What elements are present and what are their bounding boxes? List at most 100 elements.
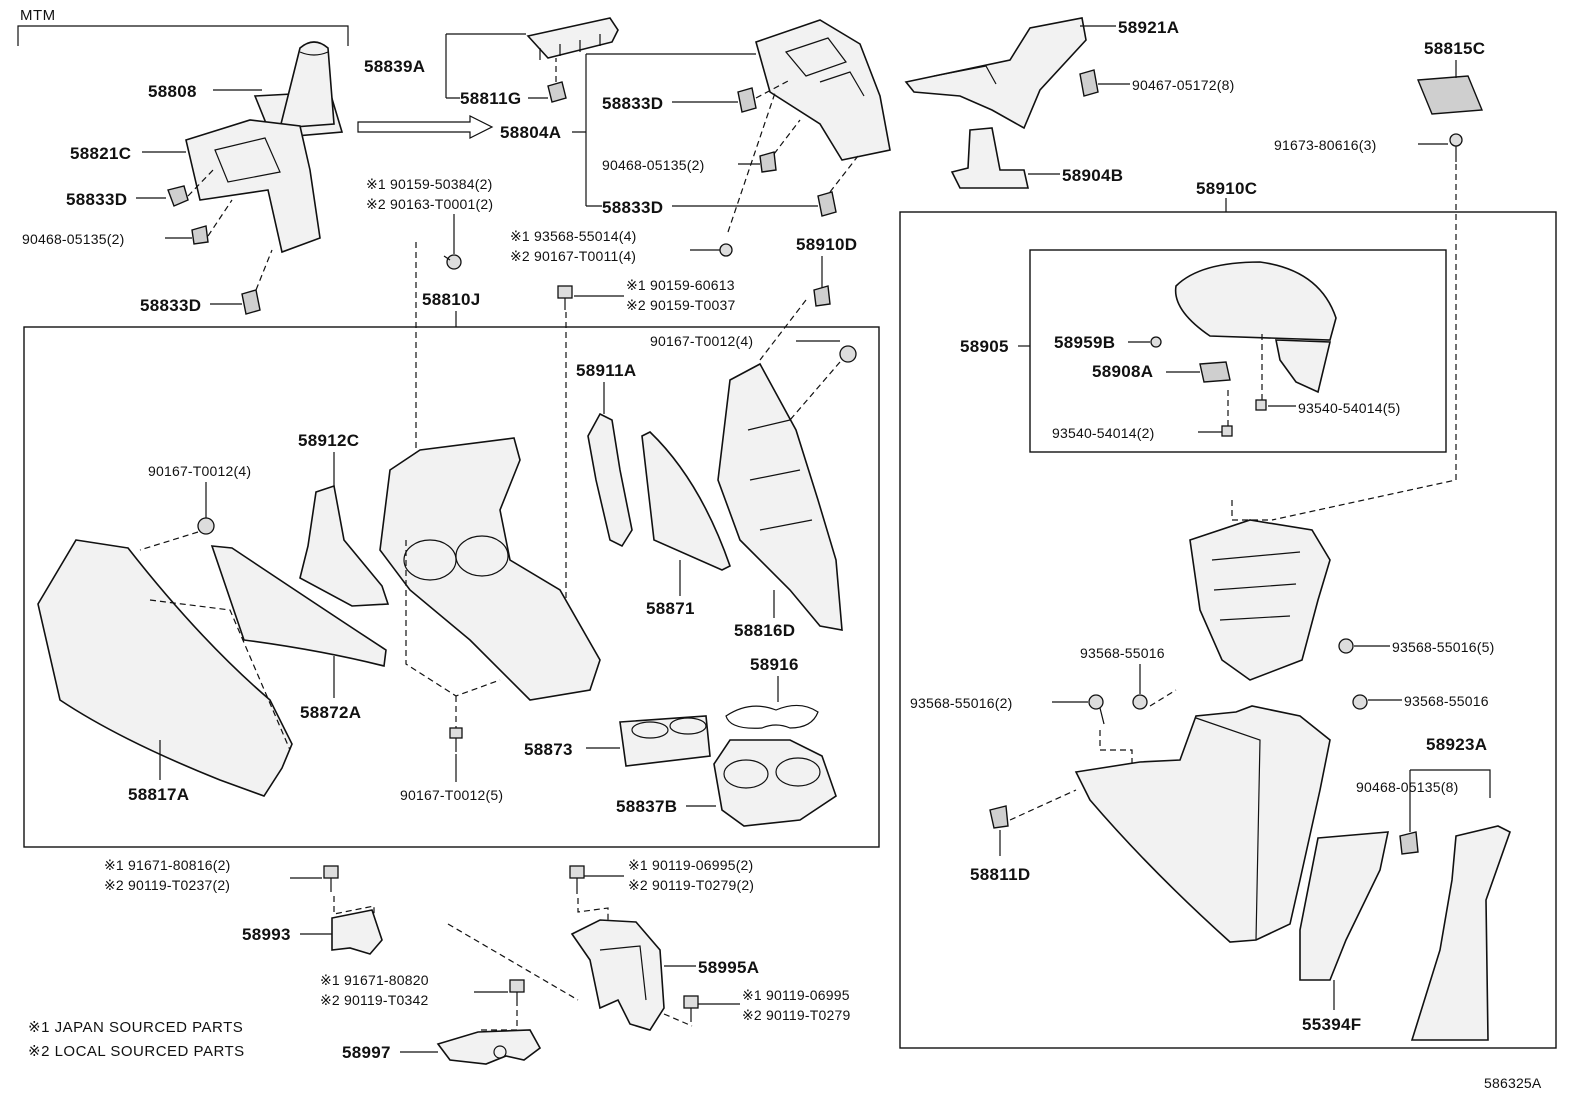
clip-90467-05172[interactable] [1079, 69, 1099, 97]
clip-58811D[interactable] [989, 805, 1009, 829]
mat-58916[interactable] [725, 704, 819, 729]
armrest-lid-58905[interactable] [1174, 261, 1337, 394]
clip-58833D-console-top[interactable] [737, 87, 757, 113]
insert-58873[interactable] [619, 715, 711, 767]
mtm-bracket: MTM [17, 7, 349, 46]
clip-58833D-console-bottom[interactable] [817, 191, 837, 217]
screw-93568-55016-left[interactable] [1088, 694, 1105, 725]
mtm-label: MTM [20, 7, 56, 24]
part-number-58995A: 58995A [698, 958, 759, 977]
screw-93540-54014-right[interactable] [1255, 399, 1267, 411]
cup-holder-58837B[interactable] [713, 739, 837, 827]
part-number-90119-06995-2: ※1 90119-06995(2) [628, 857, 753, 873]
bracket-58993[interactable] [331, 909, 383, 955]
screw-93568-55016-right[interactable] [1352, 694, 1368, 710]
bracket-58911A[interactable] [587, 412, 633, 548]
screw-93540-54014-left[interactable] [1221, 425, 1233, 437]
side-cover-55394F[interactable] [1299, 831, 1390, 981]
part-number-58811D: 58811D [970, 865, 1030, 884]
part-number-58997: 58997 [342, 1043, 391, 1062]
bolt-90159-60613[interactable] [557, 285, 573, 310]
part-number-58816D: 58816D [734, 621, 795, 640]
part-number-58815C: 58815C [1424, 39, 1485, 58]
part-number-90167-T0011: ※2 90167-T0011(4) [510, 248, 636, 264]
part-number-58911A: 58911A [576, 361, 636, 380]
part-number-58912C: 58912C [298, 431, 359, 450]
part-number-58923A: 58923A [1426, 735, 1487, 754]
bolt-91673-80616[interactable] [1449, 133, 1463, 162]
screw-93568-55016-center[interactable] [1132, 694, 1148, 710]
part-number-90163-T0001: ※2 90163-T0001(2) [366, 196, 493, 212]
screw-90167-T0012-bottom[interactable] [449, 727, 463, 752]
part-number-90167-T0012-top: 90167-T0012(4) [650, 333, 753, 349]
screw-90159-50384[interactable] [443, 254, 462, 270]
note-local-sourced: ※2 LOCAL SOURCED PARTS [28, 1043, 245, 1060]
clip-58811G[interactable] [547, 81, 567, 103]
assembly-box-58910C [899, 211, 1557, 1049]
console-box-58810J[interactable] [379, 437, 601, 701]
panel-58872A[interactable] [210, 545, 387, 667]
clip-90468-05135-console[interactable] [759, 151, 777, 173]
part-number-90467-05172: 90467-05172(8) [1132, 77, 1234, 93]
note-japan-sourced: ※1 JAPAN SOURCED PARTS [28, 1019, 243, 1036]
screw-93568-55014[interactable] [719, 243, 733, 257]
side-cover-right[interactable] [1410, 825, 1511, 1041]
part-number-90159-T0037: ※2 90159-T0037 [626, 297, 736, 313]
part-number-93568-55016-right: 93568-55016 [1404, 693, 1489, 709]
console-body[interactable] [1074, 705, 1331, 943]
boot-58904B[interactable] [950, 127, 1029, 189]
screw-58959B[interactable] [1150, 336, 1162, 348]
part-number-58837B: 58837B [616, 797, 677, 816]
part-number-58910D: 58910D [796, 235, 857, 254]
screw-90167-T0012-top[interactable] [839, 345, 857, 363]
part-number-58910C: 58910C [1196, 179, 1257, 198]
assembly-box-58905 [1029, 249, 1447, 453]
bolt-91671-80816[interactable] [323, 865, 339, 892]
part-number-91673-80616: 91673-80616(3) [1274, 137, 1376, 153]
part-number-90468-05135-console: 90468-05135(2) [602, 157, 704, 173]
part-number-93540-54014-left: 93540-54014(2) [1052, 425, 1154, 441]
part-number-58833D-console-bottom: 58833D [602, 198, 663, 217]
part-number-58916: 58916 [750, 655, 799, 674]
clip-90468-05135-right[interactable] [1399, 831, 1419, 855]
part-number-58817A: 58817A [128, 785, 189, 804]
bracket-58912C[interactable] [299, 484, 390, 607]
part-number-58872A: 58872A [300, 703, 361, 722]
panel-58871[interactable] [641, 431, 731, 571]
bracket-58921A[interactable] [904, 17, 1087, 130]
direction-arrow [357, 115, 494, 139]
diagram-id: 586325A [1484, 1075, 1542, 1091]
side-panel-58817A[interactable] [37, 539, 293, 797]
screw-90167-T0012-left[interactable] [197, 517, 215, 535]
part-number-58871: 58871 [646, 599, 695, 618]
part-number-58921A: 58921A [1118, 18, 1179, 37]
bolt-91671-80820[interactable] [509, 979, 525, 1006]
console-box-58910C[interactable] [1189, 519, 1331, 681]
bracket-58839A[interactable] [526, 17, 619, 60]
part-number-58821C: 58821C [70, 144, 131, 163]
bracket-58995A[interactable] [570, 919, 665, 1031]
part-number-58808: 58808 [148, 82, 197, 101]
part-number-58905: 58905 [960, 337, 1009, 356]
screw-93568-55016-box[interactable] [1338, 638, 1354, 654]
part-number-90119-06995: ※1 90119-06995 [742, 987, 850, 1003]
clip-90468-05135-left[interactable] [191, 225, 209, 245]
bolt-90119-06995-right[interactable] [683, 995, 699, 1022]
pad-58815C[interactable] [1416, 75, 1484, 115]
shift-bezel-58821C[interactable] [185, 119, 321, 254]
bracket-58997[interactable] [436, 1029, 542, 1065]
part-number-55394F: 55394F [1302, 1015, 1361, 1034]
bolt-90119-06995-top[interactable] [569, 865, 585, 894]
part-number-91671-80816: ※1 91671-80816(2) [104, 857, 230, 873]
side-panel-58816D[interactable] [717, 362, 843, 631]
part-number-90167-T0012-left: 90167-T0012(4) [148, 463, 251, 479]
part-number-90119-T0237: ※2 90119-T0237(2) [104, 877, 230, 893]
part-number-90159-60613: ※1 90159-60613 [626, 277, 735, 293]
clip-58910D[interactable] [813, 285, 831, 307]
clip-58833D-bottom[interactable] [241, 289, 261, 315]
part-number-58908A: 58908A [1092, 362, 1153, 381]
hinge-58908A[interactable] [1199, 361, 1231, 383]
clip-58833D-left[interactable] [167, 185, 189, 207]
part-number-90159-50384: ※1 90159-50384(2) [366, 176, 492, 192]
shift-console-58804A[interactable] [755, 19, 891, 161]
